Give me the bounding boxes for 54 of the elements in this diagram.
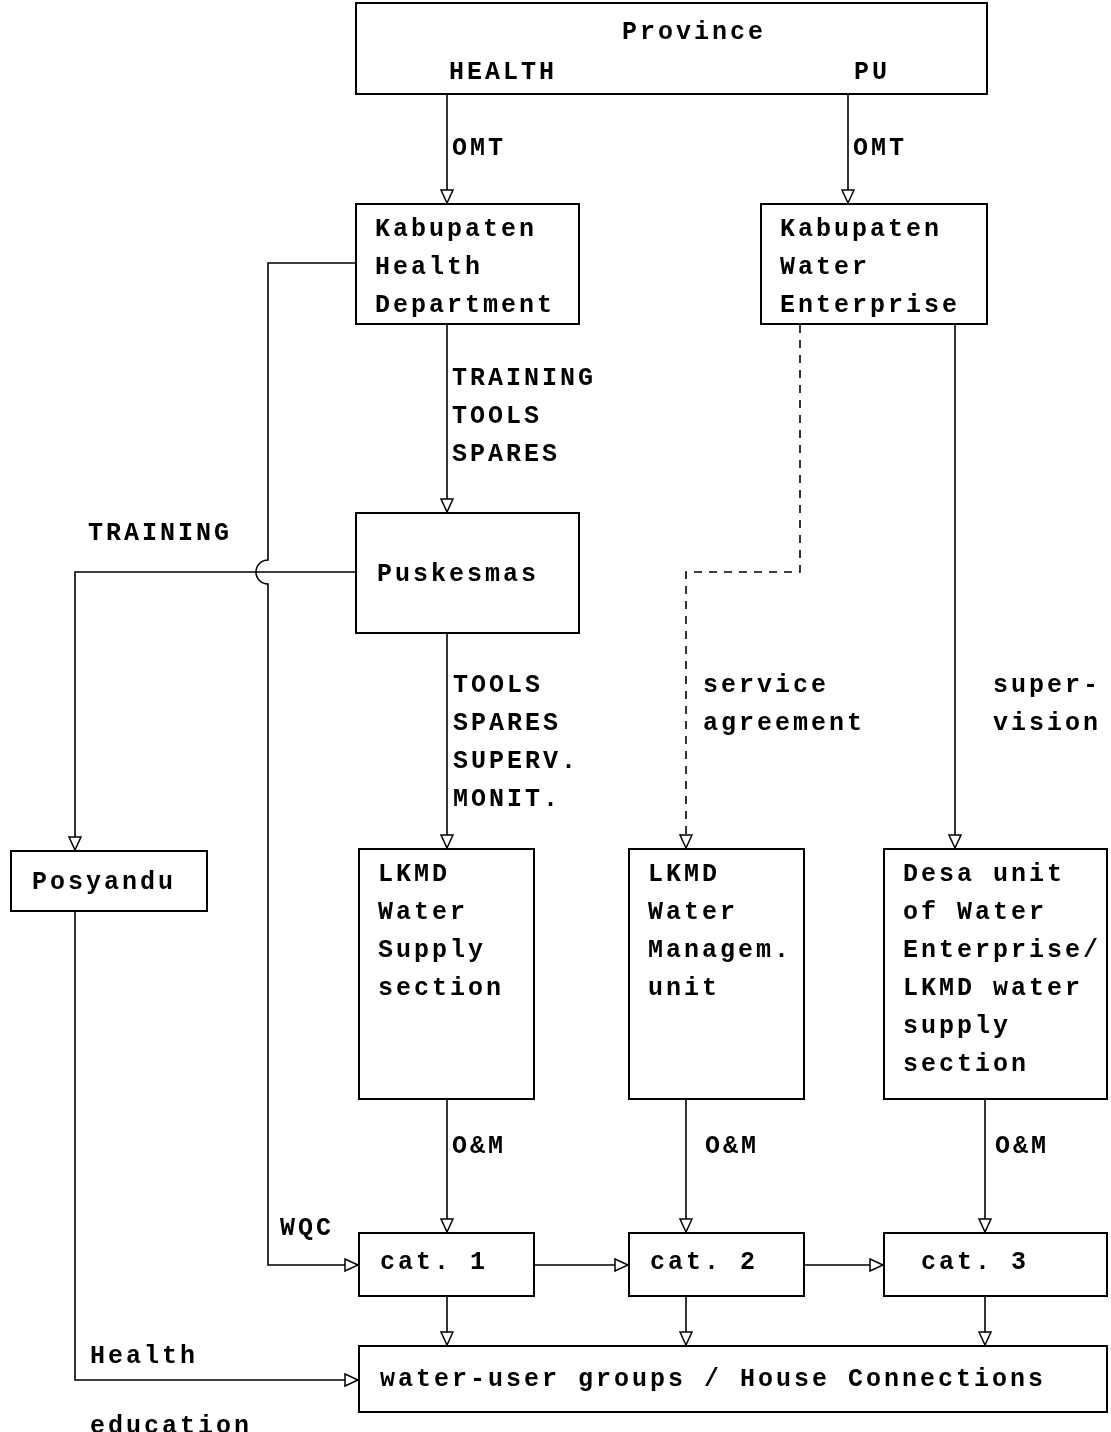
box-heading: Province	[622, 17, 767, 49]
process-box	[358, 1232, 535, 1297]
edge-label: OMT	[452, 133, 506, 165]
box-label: Desa unit of Water Enterprise/ LKMD water supply section	[903, 859, 1102, 1081]
edge-label: WQC	[280, 1213, 334, 1245]
box-label: Kabupaten Water Enterprise	[780, 214, 962, 322]
arrow	[440, 94, 454, 204]
arrow	[679, 1099, 693, 1233]
process-box	[760, 203, 988, 325]
column-label: HEALTH	[449, 57, 557, 89]
box-label: LKMD Water Supply section	[378, 859, 506, 1005]
edge-label: OMT	[853, 133, 907, 165]
edge-label: TOOLS SPARES SUPERV. MONIT.	[453, 670, 581, 816]
process-box	[883, 848, 1108, 1100]
edge-label: super- vision	[993, 670, 1102, 740]
arrow	[978, 1099, 992, 1233]
arrow	[978, 1296, 992, 1346]
arrow	[440, 324, 454, 513]
box-label: water-user groups / House Connections	[380, 1364, 1048, 1396]
arrow	[74, 911, 359, 1387]
edge-label: O&M	[452, 1131, 506, 1163]
process-box	[358, 1345, 1108, 1413]
column-label: PU	[854, 57, 890, 89]
box-label: Kabupaten Health Department	[375, 214, 557, 322]
process-box	[10, 850, 208, 912]
box-label: LKMD Water Managem. unit	[648, 859, 794, 1005]
process-box	[355, 512, 580, 634]
arrow	[804, 1258, 884, 1272]
process-box	[355, 203, 580, 325]
process-box	[628, 1232, 805, 1297]
edge-label: TRAINING TOOLS SPARES	[452, 363, 598, 471]
edge-label: service agreement	[703, 670, 867, 740]
process-box	[355, 2, 988, 95]
process-box	[628, 848, 805, 1100]
box-label: Puskesmas	[377, 559, 541, 591]
arrow	[440, 1296, 454, 1346]
arrow	[68, 571, 356, 851]
edge-label: O&M	[705, 1131, 759, 1163]
box-label: cat. 2	[650, 1247, 759, 1279]
arrow	[841, 94, 855, 204]
arrow	[534, 1258, 629, 1272]
arrow	[440, 1099, 454, 1233]
arrow	[679, 1296, 693, 1346]
arrow	[255, 262, 359, 1272]
box-label: cat. 1	[380, 1247, 489, 1279]
box-label: Posyandu	[32, 867, 178, 899]
process-box	[358, 848, 535, 1100]
arrow	[440, 633, 454, 849]
edge-label: TRAINING	[88, 518, 233, 550]
process-box	[883, 1232, 1108, 1297]
edge-label: O&M	[995, 1131, 1049, 1163]
arrow	[948, 324, 962, 849]
dashed-arrow	[679, 324, 801, 849]
box-label: cat. 3	[921, 1247, 1030, 1279]
